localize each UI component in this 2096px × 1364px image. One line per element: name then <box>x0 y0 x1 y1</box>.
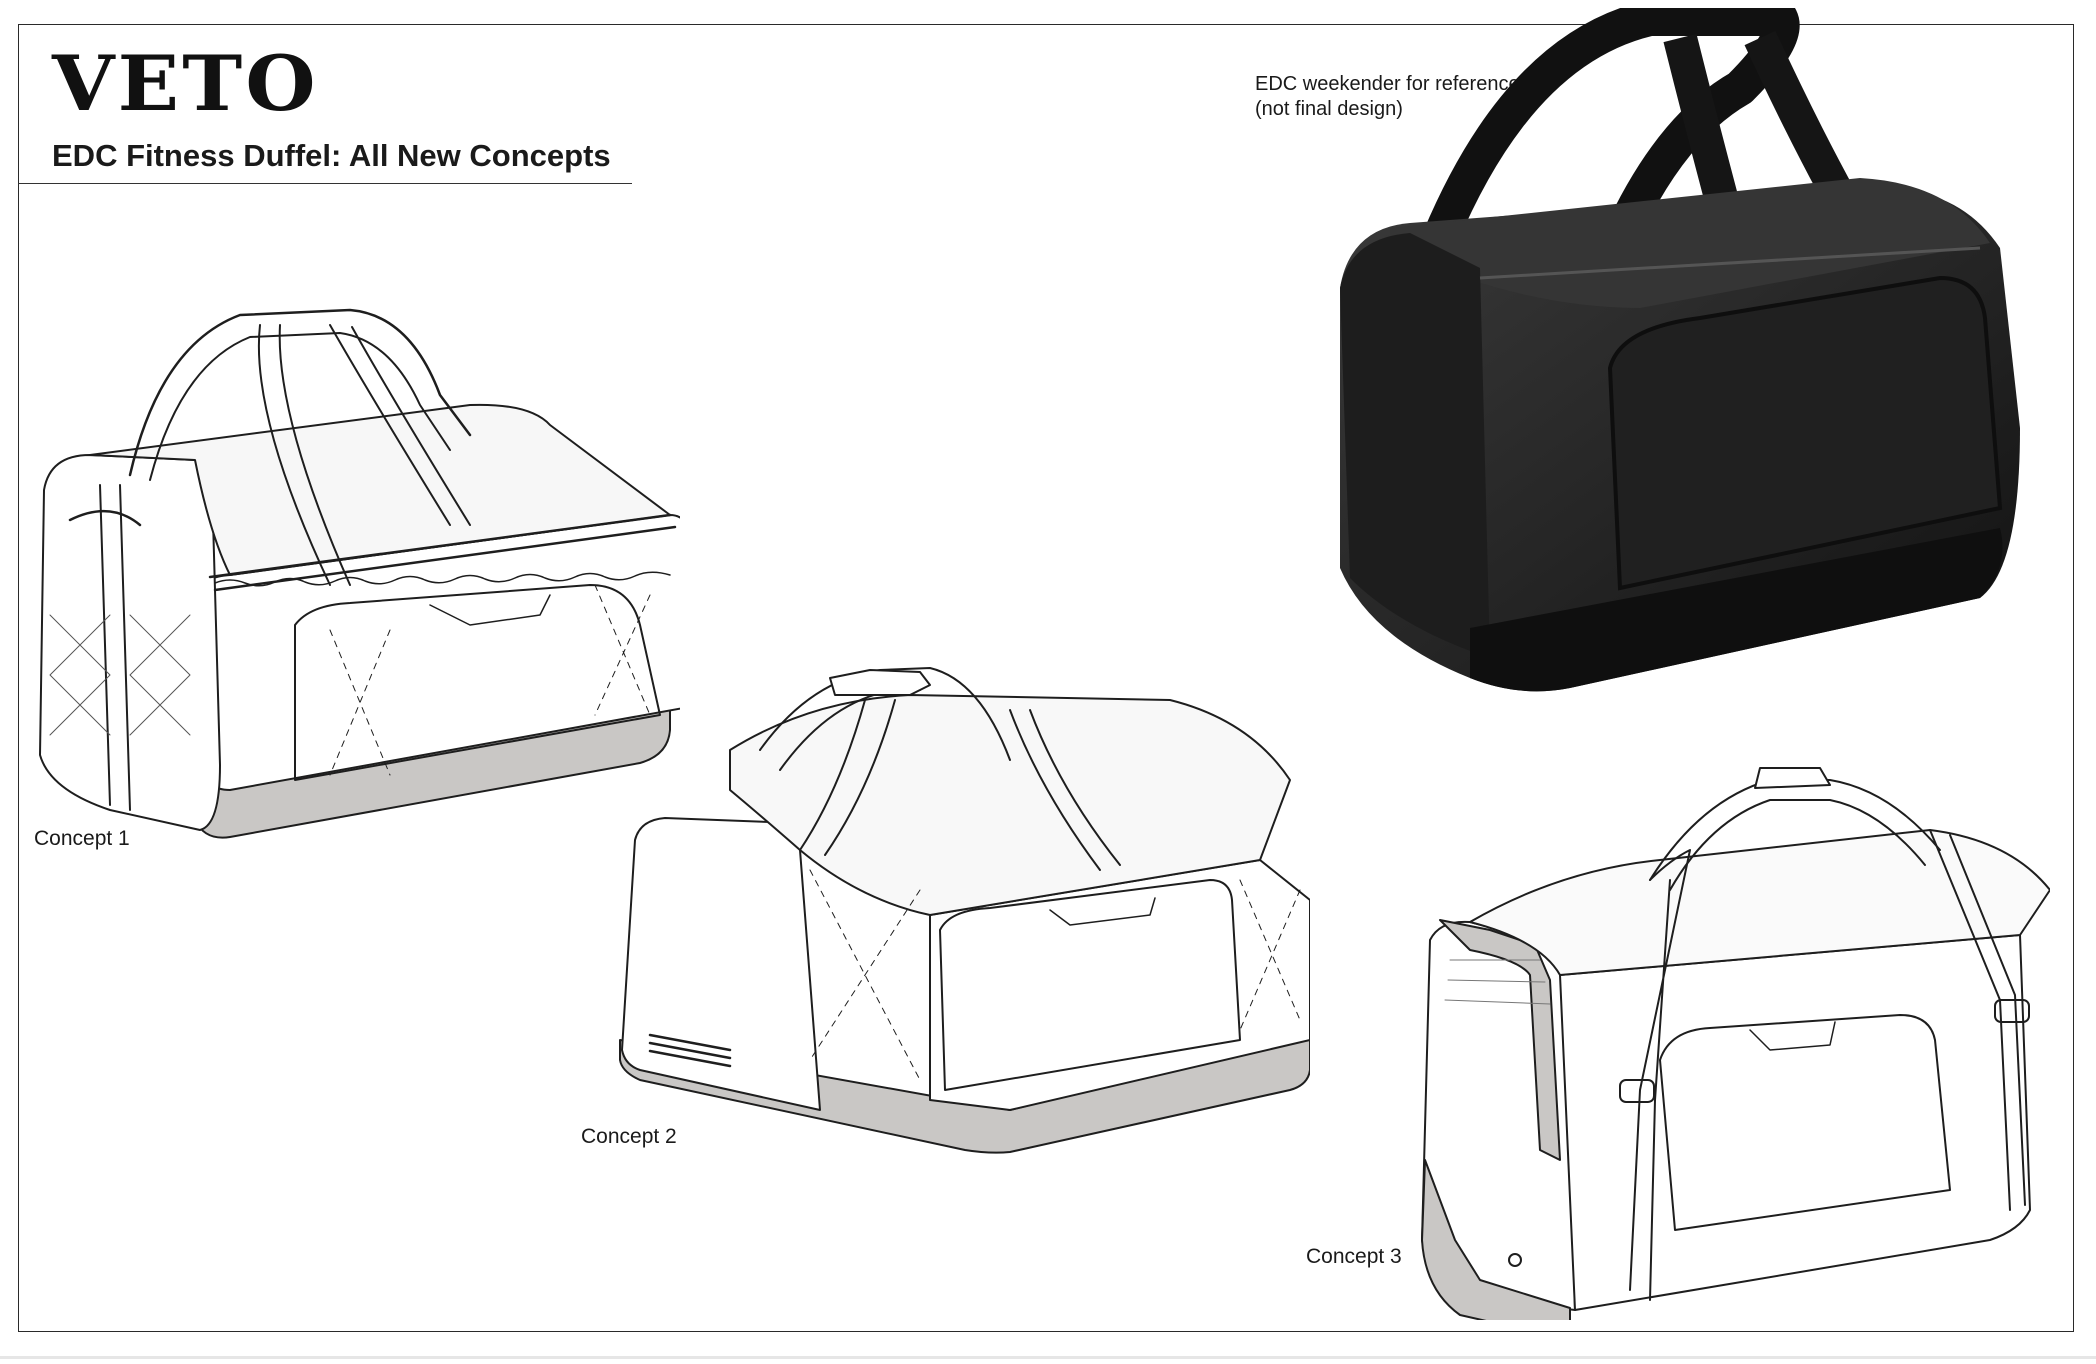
reference-caption-line-1: EDC weekender for reference <box>1255 73 1520 95</box>
concept-2-sketch <box>619 667 1310 1154</box>
title-divider <box>18 183 632 184</box>
page-bottom-divider <box>0 1356 2096 1359</box>
concept-1-label: Concept 1 <box>34 827 130 850</box>
reference-caption: EDC weekender for reference (not final d… <box>1255 72 1520 122</box>
brand-logo: VETO <box>52 39 319 128</box>
page-title: EDC Fitness Duffel: All New Concepts <box>52 138 611 173</box>
concept-1-sketch <box>39 308 680 839</box>
concept-3-label: Concept 3 <box>1306 1245 1402 1268</box>
concept-2-label: Concept 2 <box>581 1125 677 1148</box>
concept-3-sketch <box>1421 767 2050 1320</box>
reference-caption-line-2: (not final design) <box>1255 97 1403 120</box>
reference-bag-photo <box>1340 8 2020 692</box>
sheet-frame <box>18 24 2074 1332</box>
